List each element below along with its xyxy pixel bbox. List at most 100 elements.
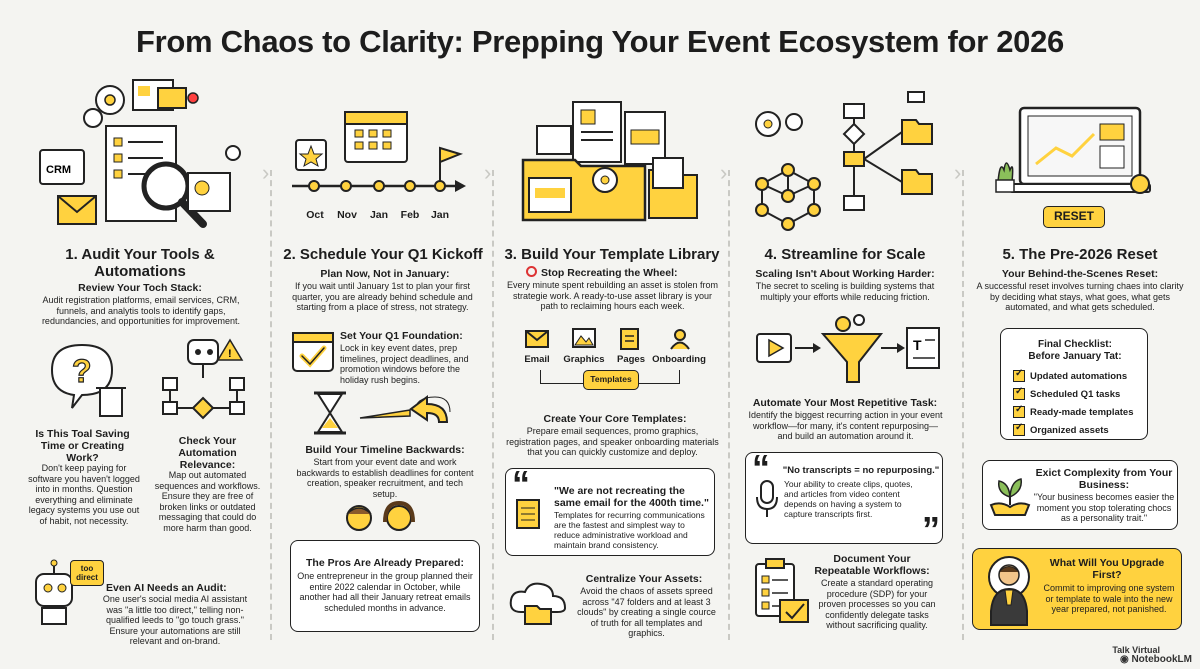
cloud-folder-icon bbox=[509, 582, 567, 625]
checklist-list: Updated automations Scheduled Q1 tasks R… bbox=[1013, 367, 1143, 439]
month-label: Jan bbox=[369, 209, 389, 221]
core-title: Create Your Core Templates: bbox=[543, 413, 687, 425]
doc-body: Create a standard operating procedure (S… bbox=[818, 578, 936, 630]
divider bbox=[728, 170, 730, 640]
checklist-item[interactable]: Ready-made templates bbox=[1013, 403, 1143, 421]
divider bbox=[492, 170, 494, 640]
foundation-body: Lock in key event dates, prep timelines,… bbox=[340, 343, 469, 385]
templates-tag: Templates bbox=[583, 370, 639, 390]
notebooklm-watermark: ◉ NotebookLM bbox=[1120, 654, 1192, 665]
quote-mark-icon: “ bbox=[512, 463, 530, 504]
step-heading: 1. Audit Your Tools & Automations bbox=[65, 246, 215, 280]
svg-text:T: T bbox=[913, 337, 922, 353]
exit-title: Exict Complexity from Your Business: bbox=[1035, 467, 1173, 491]
automate-title: Automate Your Most Repetitive Task: bbox=[752, 397, 938, 409]
svg-text:!: ! bbox=[228, 348, 232, 360]
month-label: Feb bbox=[400, 209, 420, 221]
plan-title: Plan Now, Not in January: bbox=[320, 268, 450, 280]
funnel-automation-icon: T bbox=[756, 314, 940, 383]
checkbox-checked-icon bbox=[1013, 404, 1025, 418]
transcript-quote-card: “ ” "No transcripts = no repurposing." Y… bbox=[745, 447, 943, 550]
checklist-title: Final Checklist: Before January Tat: bbox=[1028, 339, 1122, 362]
checklist-item-label: Ready-made templates bbox=[1030, 406, 1134, 418]
item-label: Pages bbox=[617, 354, 645, 365]
centralize-title: Centralize Your Assets: bbox=[585, 573, 703, 585]
upgrade-card: What Will You Upgrade First? Commit to i… bbox=[972, 548, 1182, 630]
plant-hand-icon bbox=[989, 478, 1031, 516]
email-icon bbox=[525, 330, 549, 348]
transcript-quote-body: Your ability to create clips, quotes, an… bbox=[784, 479, 913, 519]
svg-text:?: ? bbox=[72, 353, 92, 389]
pros-card: The Pros Are Already Prepared: One entre… bbox=[290, 540, 480, 632]
ai-body: One user's social media AI assistant was… bbox=[102, 594, 248, 646]
page-title: From Chaos to Clarity: Prepping Your Eve… bbox=[135, 24, 1065, 59]
scaling-body: The secret to sceling is building system… bbox=[755, 281, 935, 302]
exit-body: "Your business becomes easier the moment… bbox=[1033, 492, 1175, 523]
review-body: Audit registration platforms, email serv… bbox=[41, 295, 241, 326]
month-label: Oct bbox=[306, 209, 324, 221]
quote-body: Templates for recurring communications a… bbox=[554, 510, 705, 550]
month-label: Nov bbox=[337, 209, 357, 221]
month-label: Jan bbox=[430, 209, 450, 221]
transcript-quote-title: "No transcripts = no repurposing." bbox=[782, 465, 940, 476]
template-library-illustration bbox=[521, 101, 698, 222]
checkbox-checked-icon bbox=[1013, 386, 1025, 400]
reset-button[interactable]: RESET bbox=[1043, 206, 1105, 228]
doc-title: Document Your Repeatable Workflows: bbox=[814, 553, 930, 577]
step-heading: 2. Schedule Your Q1 Kickoff bbox=[283, 246, 483, 263]
chevron-right-icon: › bbox=[954, 160, 962, 185]
divider bbox=[270, 170, 272, 640]
no-entry-icon bbox=[526, 266, 537, 277]
ai-title: Even AI Needs an Audit: bbox=[106, 582, 227, 594]
watermark-text: NotebookLM bbox=[1131, 654, 1192, 665]
notebook-icon: ◉ bbox=[1119, 654, 1132, 665]
item-label: Graphics bbox=[563, 354, 605, 365]
step-heading: 4. Streamline for Scale bbox=[764, 246, 926, 263]
robot-icon bbox=[35, 559, 73, 625]
bubble-text: too direct bbox=[76, 564, 98, 582]
final-checklist-card: Final Checklist: Before January Tat: Upd… bbox=[1000, 328, 1148, 440]
pros-body: One entrepreneur in the group planned th… bbox=[297, 571, 473, 613]
checklist-item-label: Updated automations bbox=[1030, 370, 1128, 382]
hourglass-icon bbox=[314, 391, 346, 435]
centralize-body: Avoid the chaos of assets spreed across … bbox=[577, 586, 716, 638]
checklist-calendar-icon bbox=[292, 332, 334, 372]
network-flow-illustration bbox=[755, 91, 933, 231]
checklist-item-label: Organized assets bbox=[1030, 424, 1109, 436]
item-label: Onboarding bbox=[652, 354, 706, 365]
robot-flow-icon: ! bbox=[162, 338, 245, 420]
plan-body: If you wait until January 1st to plan yo… bbox=[292, 281, 473, 312]
divider bbox=[962, 170, 964, 640]
checklist-item[interactable]: Organized assets bbox=[1013, 421, 1143, 439]
speech-bubble: too direct bbox=[70, 560, 104, 586]
graphics-icon bbox=[572, 328, 596, 348]
quote-mark-icon: “ bbox=[752, 447, 770, 488]
automate-body: Identify the biggest recurring action in… bbox=[748, 410, 943, 441]
checklist-item[interactable]: Scheduled Q1 tasks bbox=[1013, 385, 1143, 403]
saving-body: Don't keep paying for software you haven… bbox=[28, 463, 140, 526]
onboarding-icon bbox=[670, 329, 690, 350]
saving-title: Is This Toal Saving Time or Creating Wor… bbox=[35, 428, 130, 464]
question-bubble-icon: ? bbox=[50, 343, 126, 417]
item-label: Email bbox=[524, 354, 550, 365]
checklist-item[interactable]: Updated automations bbox=[1013, 367, 1143, 385]
chevron-right-icon: › bbox=[262, 160, 270, 185]
checklist-item-label: Scheduled Q1 tasks bbox=[1030, 388, 1121, 400]
relevance-body: Map out automated sequences and workflow… bbox=[154, 470, 261, 533]
arrow-back-icon bbox=[359, 395, 451, 423]
crm-label: CRM bbox=[46, 164, 71, 176]
people-icon bbox=[346, 500, 415, 531]
businessman-icon bbox=[988, 556, 1030, 626]
quote-mark-icon: ” bbox=[922, 509, 940, 550]
pros-title: The Pros Are Already Prepared: bbox=[306, 557, 464, 569]
document-icon bbox=[516, 499, 540, 529]
pages-icon bbox=[620, 328, 639, 350]
upgrade-title: What Will You Upgrade First? bbox=[1049, 557, 1165, 581]
review-title: Review Your Toch Stack: bbox=[78, 282, 202, 294]
dashboard-laptop-illustration bbox=[995, 106, 1151, 194]
quote-card: “ "We are not recreating the same email … bbox=[505, 463, 715, 556]
core-body: Prepare email sequences, promo graphics,… bbox=[506, 426, 719, 457]
timeline-illustration bbox=[292, 111, 466, 192]
upgrade-body: Commit to improving one system or templa… bbox=[1043, 583, 1175, 614]
step-heading: 3. Build Your Template Library bbox=[504, 246, 720, 263]
